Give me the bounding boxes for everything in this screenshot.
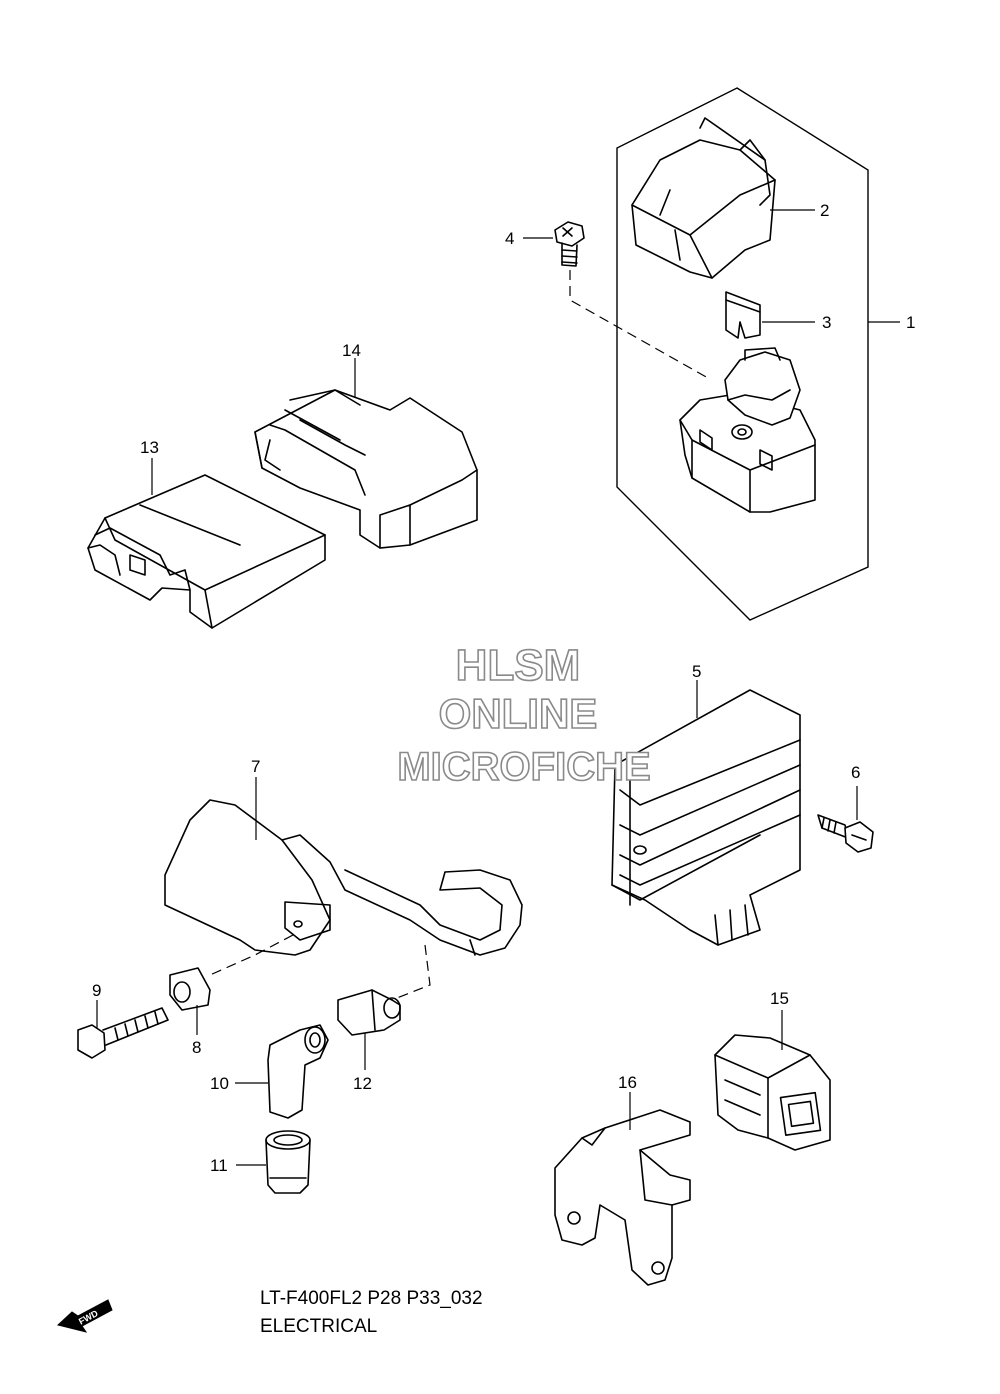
callout-9: 9: [92, 981, 101, 1000]
watermark-line3: MICROFICHE: [397, 745, 650, 789]
collar: [169, 967, 211, 1011]
callout-14: 14: [342, 341, 361, 360]
ecm-holder: [254, 389, 478, 549]
spark-plug-cap: [267, 1024, 329, 1119]
callout-11: 11: [210, 1156, 228, 1175]
diagram-title: ELECTRICAL: [260, 1316, 378, 1337]
callout-4: 4: [505, 229, 514, 248]
callout-1: 1: [906, 313, 915, 332]
callout-3: 3: [822, 313, 831, 332]
callout-6: 6: [851, 763, 860, 782]
assembly-1-outline: [616, 87, 869, 621]
dash-12: [391, 944, 431, 1001]
callout-12: 12: [353, 1074, 372, 1093]
terminal-cap: [337, 989, 401, 1036]
cap-seal: [265, 1130, 311, 1194]
callout-5: 5: [692, 662, 701, 681]
diagram-code: LT-F400FL2 P28 P33_032: [260, 1288, 483, 1309]
callout-15: 15: [770, 989, 789, 1008]
coil-bolt: [77, 1007, 169, 1059]
starter-relay-cover: [631, 117, 776, 279]
callout-2: 2: [820, 201, 829, 220]
mounting-bracket: [554, 1109, 691, 1286]
watermark-line1: HLSM: [456, 641, 581, 690]
callout-7: 7: [251, 757, 260, 776]
watermark-line2: ONLINE: [439, 690, 598, 737]
callout-16: 16: [618, 1073, 637, 1092]
regulator-rectifier: [611, 689, 801, 946]
wiring-connector: [714, 1034, 831, 1151]
fwd-arrow-icon: FWD: [56, 1299, 113, 1333]
callout-8: 8: [192, 1038, 201, 1057]
callout-10: 10: [210, 1074, 229, 1093]
fuse: [725, 291, 761, 339]
ignition-coil: [164, 799, 523, 956]
regulator-bolt: [817, 814, 874, 853]
callout-13: 13: [140, 438, 159, 457]
ecm-unit: [87, 474, 326, 629]
relay-bolt: [554, 221, 585, 267]
starter-relay: [679, 347, 816, 513]
dash-4: [569, 270, 709, 379]
